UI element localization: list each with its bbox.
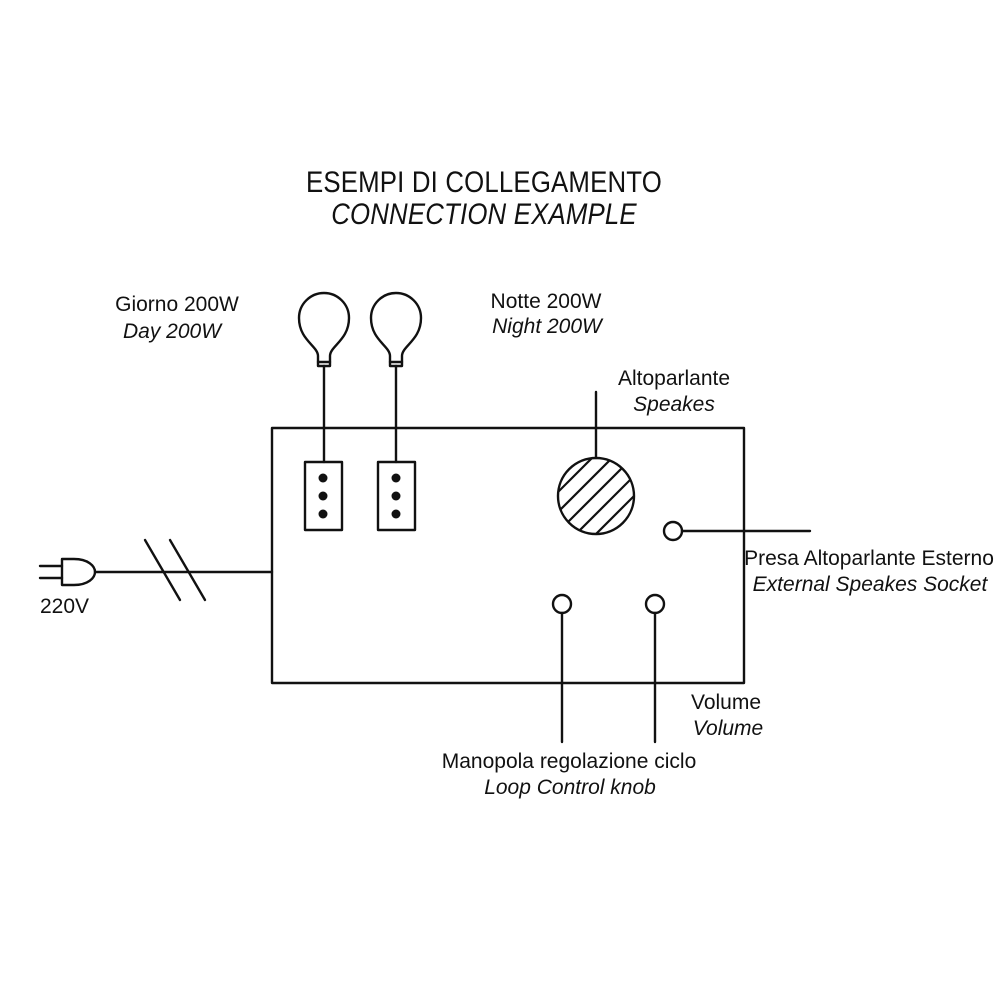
day-lamp-label: Giorno 200W	[115, 293, 239, 316]
volume-label: Volume	[690, 691, 762, 714]
night-lamp-label-en: Night 200W	[492, 315, 602, 338]
control-box	[270, 426, 746, 685]
loop-knob-label: Manopola regolazione ciclo	[441, 750, 697, 773]
power-cable	[93, 538, 274, 602]
speaker-label: Altoparlante	[617, 367, 731, 390]
plug-icon	[38, 557, 97, 587]
volume-knob-icon	[644, 593, 666, 744]
terminal-dot	[318, 509, 328, 519]
day-lamp-bulb-icon	[297, 291, 351, 464]
terminal-dot	[318, 473, 328, 483]
day-lamp-label-en: Day 200W	[122, 320, 222, 343]
terminal-dot	[391, 473, 401, 483]
day-terminal-block	[303, 460, 344, 532]
terminal-dot	[391, 509, 401, 519]
title-english: CONNECTION EXAMPLE	[331, 198, 637, 231]
night-terminal-block	[376, 460, 417, 532]
external-socket-label: Presa Altoparlante Esterno	[744, 547, 994, 570]
external-speaker-socket-icon	[662, 520, 812, 542]
loop-control-knob-icon	[551, 593, 573, 744]
loop-knob-label-en: Loop Control knob	[484, 776, 656, 799]
speaker-label-en: Speakes	[633, 393, 715, 416]
terminal-dot	[391, 491, 401, 501]
title-italian: ESEMPI DI COLLEGAMENTO	[306, 166, 662, 199]
external-socket-label-en: External Speakes Socket	[752, 573, 988, 596]
night-lamp-bulb-icon	[369, 291, 423, 464]
power-label: 220V	[40, 595, 90, 618]
volume-label-en: Volume	[692, 717, 764, 740]
speaker-icon	[556, 390, 636, 536]
terminal-dot	[318, 491, 328, 501]
night-lamp-label: Notte 200W	[490, 290, 602, 313]
